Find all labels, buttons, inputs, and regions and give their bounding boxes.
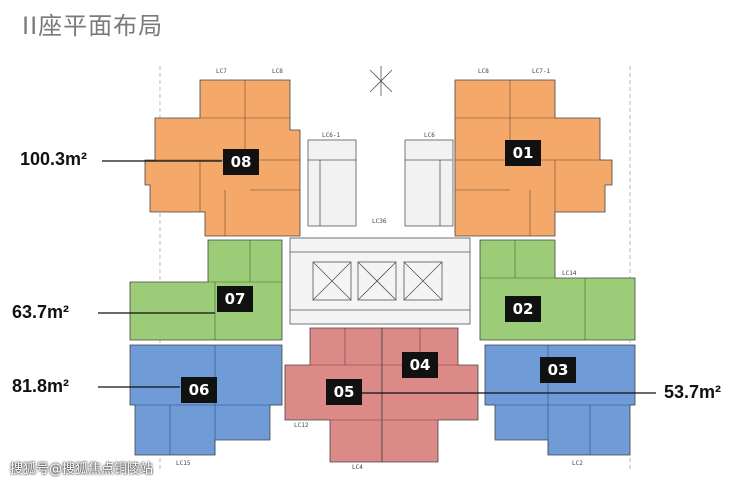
label-lc8-right: LC8 (478, 68, 489, 75)
label-lc7: LC7 (216, 68, 227, 75)
unit-04-plan (381, 327, 479, 463)
unit-03-plan (484, 344, 636, 456)
label-lc8: LC8 (272, 68, 283, 75)
label-lc36: LC36 (372, 218, 387, 225)
unit-04-tag: 04 (402, 352, 438, 378)
watermark: 搜狐号@搜狐焦点铜陵站 (10, 462, 154, 477)
unit-07-plan (129, 239, 283, 341)
label-lc12: LC12 (294, 422, 309, 429)
label-lc7-1: LC7-1 (532, 68, 551, 75)
area-05: 53.7m² (664, 382, 722, 402)
label-lc6: LC6 (424, 132, 435, 139)
plan-linework (159, 66, 631, 470)
unit-01-tag: 01 (505, 140, 541, 166)
unit-08-tag: 08 (223, 149, 259, 175)
page-title: II座平面布局 (22, 12, 164, 40)
unit-06-tag: 06 (181, 377, 217, 403)
leader-lines (98, 160, 656, 394)
area-07: 63.7m² (12, 302, 70, 322)
area-08: 100.3m² (20, 149, 88, 169)
label-lc2: LC2 (572, 460, 583, 467)
unit-07-tag: 07 (217, 286, 253, 312)
area-06: 81.8m² (12, 376, 70, 396)
unit-02-plan (479, 239, 636, 341)
unit-03-tag: 03 (540, 357, 576, 383)
unit-05-tag: 05 (326, 379, 362, 405)
label-lc15: LC15 (176, 460, 191, 467)
unit-02-tag: 02 (505, 296, 541, 322)
label-lc14: LC14 (562, 270, 577, 277)
label-lc4: LC4 (352, 464, 363, 471)
label-lc6-1: LC6-1 (322, 132, 341, 139)
